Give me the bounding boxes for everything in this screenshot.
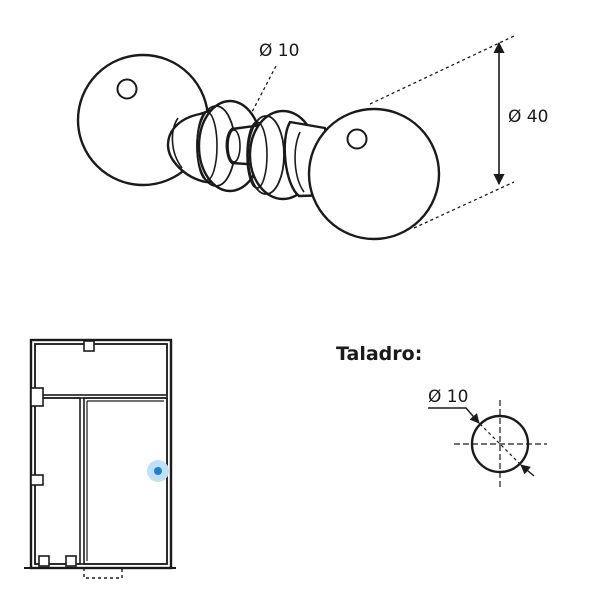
drill-detail-title: Taladro: bbox=[336, 343, 422, 365]
drill-hole-detail bbox=[428, 400, 547, 490]
shaft-diameter-label: Ø 10 bbox=[259, 41, 299, 61]
door-leaf bbox=[83, 397, 168, 565]
knob-diameter-label: Ø 40 bbox=[508, 107, 548, 127]
knob-drawing bbox=[76, 53, 441, 241]
knob-diameter-dimension bbox=[369, 35, 515, 229]
bottom-clamp-left bbox=[38, 555, 50, 567]
transom-panel bbox=[34, 343, 168, 396]
top-clamp bbox=[83, 340, 95, 352]
door-elevation bbox=[24, 338, 176, 579]
right-knob bbox=[307, 107, 441, 241]
upper-hinge bbox=[30, 387, 44, 407]
bottom-clamp-right bbox=[65, 555, 77, 567]
shaft-diameter-dimension bbox=[251, 65, 277, 113]
drill-hole-diameter-label: Ø 10 bbox=[428, 387, 468, 407]
floor-pivot-outline bbox=[83, 568, 123, 579]
outer-frame bbox=[29, 338, 173, 570]
middle-clamp bbox=[30, 474, 44, 486]
drill-hole bbox=[470, 414, 530, 474]
knob-position-marker bbox=[154, 467, 162, 475]
right-knob-hole bbox=[346, 128, 368, 150]
left-knob-hole bbox=[116, 78, 138, 100]
